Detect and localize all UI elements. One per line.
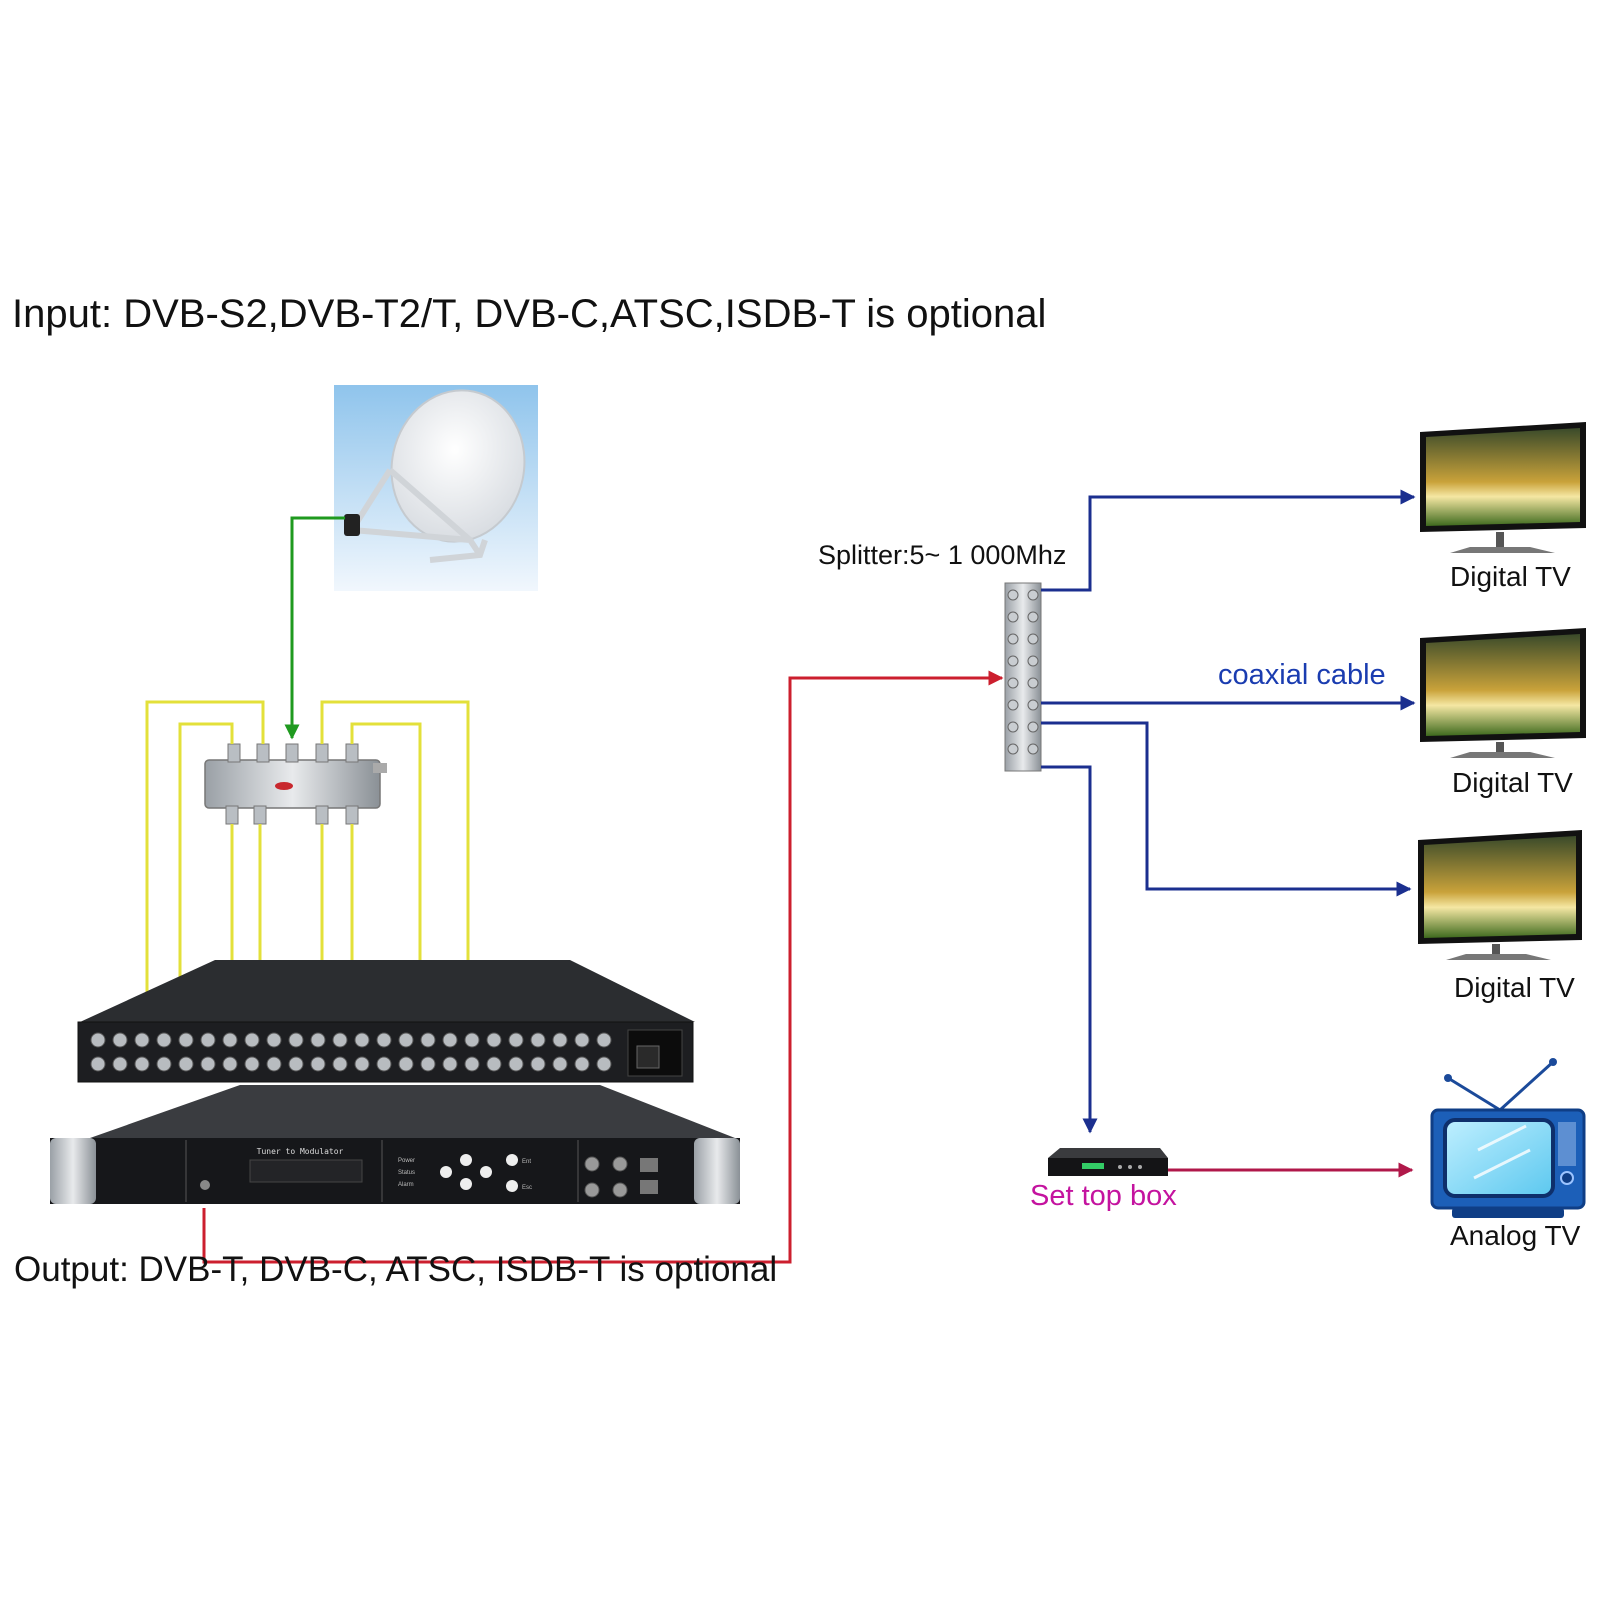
rf-connector [332, 1032, 348, 1048]
rf-connector [134, 1032, 150, 1048]
output-link-line [202, 670, 1004, 1264]
rf-connector [90, 1032, 106, 1048]
led-label-alarm: Alarm [398, 1182, 414, 1188]
catv-port-column [1007, 589, 1039, 755]
output-title: Output: DVB-T, DVB-C, ATSC, ISDB-T is op… [14, 1250, 778, 1289]
analog-tv-label: Analog TV [1450, 1220, 1581, 1251]
rf-connector [288, 1032, 304, 1048]
rf-connector [596, 1056, 612, 1072]
rf-connector [464, 1032, 480, 1048]
rf-connector [376, 1056, 392, 1072]
rf-connector [222, 1056, 238, 1072]
catv-port [1027, 699, 1039, 711]
led-label-power: Power [398, 1158, 415, 1164]
rf-connector [398, 1032, 414, 1048]
rf-connector [442, 1056, 458, 1072]
catv-port [1027, 655, 1039, 667]
rf-connector [134, 1056, 150, 1072]
rf-connector [200, 1032, 216, 1048]
catv-port [1007, 721, 1019, 733]
splitter-label: Splitter:5~ 1 000Mhz [818, 540, 1067, 570]
digital-tv-icon [1420, 628, 1586, 758]
catv-port [1007, 699, 1019, 711]
catv-port [1007, 589, 1019, 601]
rf-connector [530, 1056, 546, 1072]
rf-connector [200, 1056, 216, 1072]
rf-connector [310, 1056, 326, 1072]
catv-port [1027, 633, 1039, 645]
rf-connector [574, 1056, 590, 1072]
rf-connector [222, 1032, 238, 1048]
rf-connector [244, 1056, 260, 1072]
digital-tv-icon [1420, 422, 1586, 553]
catv-port [1007, 633, 1019, 645]
rf-connector [354, 1032, 370, 1048]
satellite-link-line [284, 516, 345, 740]
rf-connector [420, 1056, 436, 1072]
rf-connector [508, 1032, 524, 1048]
rf-connector [112, 1032, 128, 1048]
rf-connector [354, 1056, 370, 1072]
catv-port [1007, 743, 1019, 755]
set-top-box-icon [1048, 1148, 1168, 1176]
rf-connector [156, 1032, 172, 1048]
rf-connector [486, 1032, 502, 1048]
catv-splitter-icon [1004, 582, 1042, 772]
nav-label-esc: Esc [522, 1185, 532, 1191]
rf-connector [288, 1056, 304, 1072]
rear-port-row [90, 1032, 612, 1072]
rf-connector [552, 1056, 568, 1072]
digital-tv-label: Digital TV [1452, 767, 1573, 798]
coax-cable-label: coaxial cable [1218, 659, 1386, 691]
rf-connector [376, 1032, 392, 1048]
rf-connector [178, 1056, 194, 1072]
rf-connector [442, 1032, 458, 1048]
rf-connector [244, 1032, 260, 1048]
rf-connector [596, 1032, 612, 1048]
rf-splitter-icon [204, 743, 387, 825]
analog-tv-icon [1430, 1058, 1586, 1218]
rf-connector [420, 1032, 436, 1048]
catv-port [1007, 677, 1019, 689]
nav-label-ent: Ent [522, 1159, 531, 1165]
catv-port [1027, 611, 1039, 623]
catv-port [1007, 611, 1019, 623]
rf-connector [156, 1056, 172, 1072]
rf-connector [486, 1056, 502, 1072]
coax-lines [1041, 489, 1416, 1134]
front-panel-title: Tuner to Modulator [257, 1147, 344, 1156]
led-label-status: Status [398, 1170, 415, 1176]
digital-tv-label: Digital TV [1450, 561, 1571, 592]
set-top-box-label: Set top box [1030, 1180, 1177, 1212]
tuner-rear-panel [77, 960, 695, 1083]
catv-port [1007, 655, 1019, 667]
rf-connector [310, 1032, 326, 1048]
rf-connector [508, 1056, 524, 1072]
input-title: Input: DVB-S2,DVB-T2/T, DVB-C,ATSC,ISDB-… [12, 292, 1047, 336]
rf-connector [552, 1032, 568, 1048]
rf-connector [332, 1056, 348, 1072]
rf-connector [112, 1056, 128, 1072]
rf-connector [530, 1032, 546, 1048]
modulator-front-panel: Tuner to Modulator Power Status Alarm En… [50, 1085, 740, 1204]
rf-connector [266, 1032, 282, 1048]
catv-port [1027, 721, 1039, 733]
rf-connector [90, 1056, 106, 1072]
satellite-dish-icon [334, 385, 538, 591]
digital-tv-label: Digital TV [1454, 972, 1575, 1003]
catv-port [1027, 589, 1039, 601]
rf-connector [398, 1056, 414, 1072]
catv-port [1027, 677, 1039, 689]
rf-connector [464, 1056, 480, 1072]
rf-connector [574, 1032, 590, 1048]
rf-connector [178, 1032, 194, 1048]
catv-port [1027, 743, 1039, 755]
rf-connector [266, 1056, 282, 1072]
digital-tv-icon [1418, 830, 1582, 960]
